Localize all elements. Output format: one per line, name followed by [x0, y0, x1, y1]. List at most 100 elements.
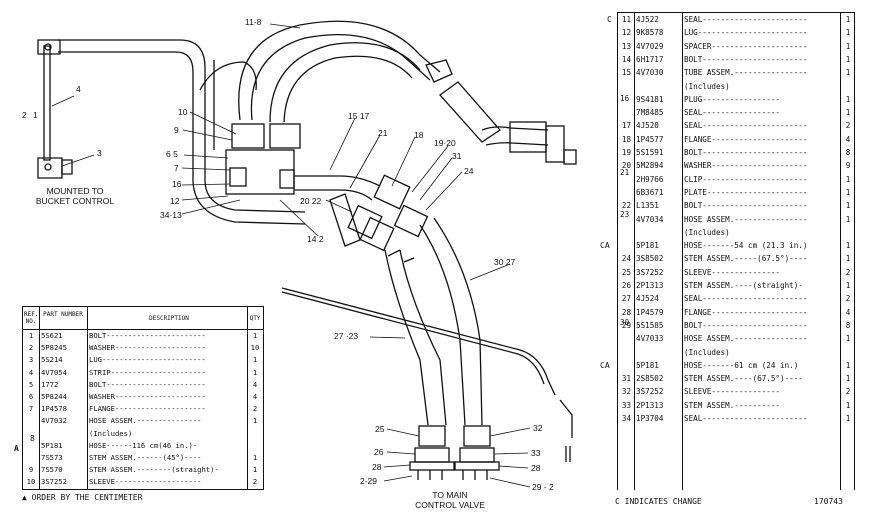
cell-qty: 10: [250, 343, 260, 353]
cell-part: 6B3671: [636, 187, 664, 197]
cell-ref: 22: [621, 201, 632, 211]
table-row: 9S4181 PLUG-----------------1: [618, 94, 854, 107]
cell-qty: 1: [252, 367, 258, 377]
group-ref-21: 21: [620, 168, 630, 177]
cell-qty: 1: [252, 355, 258, 365]
callout-11-8: 11-8: [245, 17, 262, 27]
cell-desc: FLANGE---------------------: [684, 134, 808, 144]
cell-desc: SLEEVE---------------: [684, 267, 781, 277]
callout-33: 33: [531, 448, 541, 458]
table-header: REF. NO. PART NUMBER DESCRIPTION QTY: [23, 307, 263, 330]
mounting-strip: [37, 39, 73, 179]
cell-qty: 1: [845, 414, 851, 423]
cell-qty: 1: [845, 94, 851, 104]
callout-2: 2: [22, 110, 27, 120]
cell-qty: 1: [845, 281, 851, 290]
cell-part: 4V7033: [636, 334, 664, 344]
cell-desc: TUBE ASSEM.----------------: [684, 68, 808, 78]
callout-24: 24: [464, 166, 474, 176]
cell-qty: 1: [845, 214, 851, 224]
callout-21: 21: [378, 128, 388, 138]
figure-number: 170743: [814, 497, 843, 506]
callout-6-5: 6 5: [166, 149, 178, 159]
cell-desc: BOLT-----------------------: [89, 331, 206, 340]
cell-qty: 4: [252, 379, 258, 389]
cell-ref: 19: [621, 148, 632, 157]
cell-part: 5S1591: [636, 148, 664, 157]
cell-qty: 2: [252, 404, 258, 414]
cell-ref: 13: [621, 41, 632, 51]
cell-desc: STEM ASSEM.----------: [684, 400, 781, 410]
cell-ref: 10: [26, 477, 36, 487]
footnote: ▲ ORDER BY THE CENTIMETER: [22, 493, 143, 502]
cell-ref: 15: [621, 68, 632, 78]
cell-desc: STEM ASSEM.-----(67.5°)----: [684, 254, 808, 264]
cell-ref: 1: [28, 331, 34, 340]
callout-26: 26: [374, 447, 384, 457]
cell-qty: 1: [252, 331, 258, 340]
cell-desc: LUG------------------------: [684, 28, 808, 38]
group-ref-16: 16: [620, 94, 630, 103]
cell-qty: 1: [845, 108, 851, 118]
cell-desc: HOSE ASSEM.---------------: [89, 416, 202, 426]
cell-desc: BOLT-----------------------: [89, 379, 206, 389]
column-divider: [682, 13, 683, 490]
cell-desc: HOSE------116 cm(46 in.)-: [89, 440, 198, 450]
cell-part: 1P3704: [636, 414, 664, 423]
cell-desc: HOSE-------54 cm (21.3 in.): [684, 241, 808, 251]
cell-part: L1351: [636, 201, 659, 211]
cell-qty: 4: [845, 307, 851, 317]
change-marker: CA: [600, 241, 610, 251]
cell-part: 4V7054: [41, 367, 67, 377]
header-qty: QTY: [249, 315, 261, 322]
cell-qty: 1: [845, 41, 851, 51]
cell-ref: 29: [621, 320, 632, 330]
cell-desc: FLANGE---------------------: [684, 307, 808, 317]
cell-part: 2P1313: [636, 281, 664, 290]
cell-desc: BOLT-----------------------: [684, 54, 808, 64]
cell-qty: 2: [845, 121, 851, 131]
upper-hoses: [238, 20, 453, 123]
cell-part: 4J522: [636, 15, 659, 24]
cell-qty: 1: [845, 201, 851, 211]
cell-part: 5S214: [41, 355, 63, 365]
cell-desc: WASHER---------------------: [89, 392, 206, 401]
callout-28-right: 28: [531, 463, 541, 473]
cell-part: 2H9766: [636, 174, 664, 184]
table-row: (Includes): [618, 347, 854, 360]
cell-desc: SEAL-----------------------: [684, 294, 808, 304]
cell-qty: 2: [845, 267, 851, 277]
callout-27-23: 27 ·23: [334, 331, 359, 341]
cell-desc: HOSE-------61 cm (24 in.): [684, 360, 799, 370]
cell-part: 5S1585: [636, 320, 664, 330]
cell-ref: 4: [28, 367, 34, 377]
cell-part: 6H1717: [636, 54, 664, 64]
callout-9: 9: [174, 125, 179, 135]
cell-ref: 6: [28, 392, 34, 401]
cell-qty: 2: [845, 387, 851, 397]
callout-34-13: 34·13: [160, 210, 182, 220]
cell-qty: 1: [845, 28, 851, 38]
cell-desc: STEM ASSEM.--------(straight)-: [89, 465, 219, 475]
cell-ref: 25: [621, 267, 632, 277]
column-divider: [39, 307, 40, 489]
caption-mounted-to-bucket-control: MOUNTED TO BUCKET CONTROL: [20, 186, 130, 206]
column-divider: [87, 307, 88, 489]
cell-ref: 11: [621, 15, 632, 24]
cell-ref: 12: [621, 28, 632, 38]
